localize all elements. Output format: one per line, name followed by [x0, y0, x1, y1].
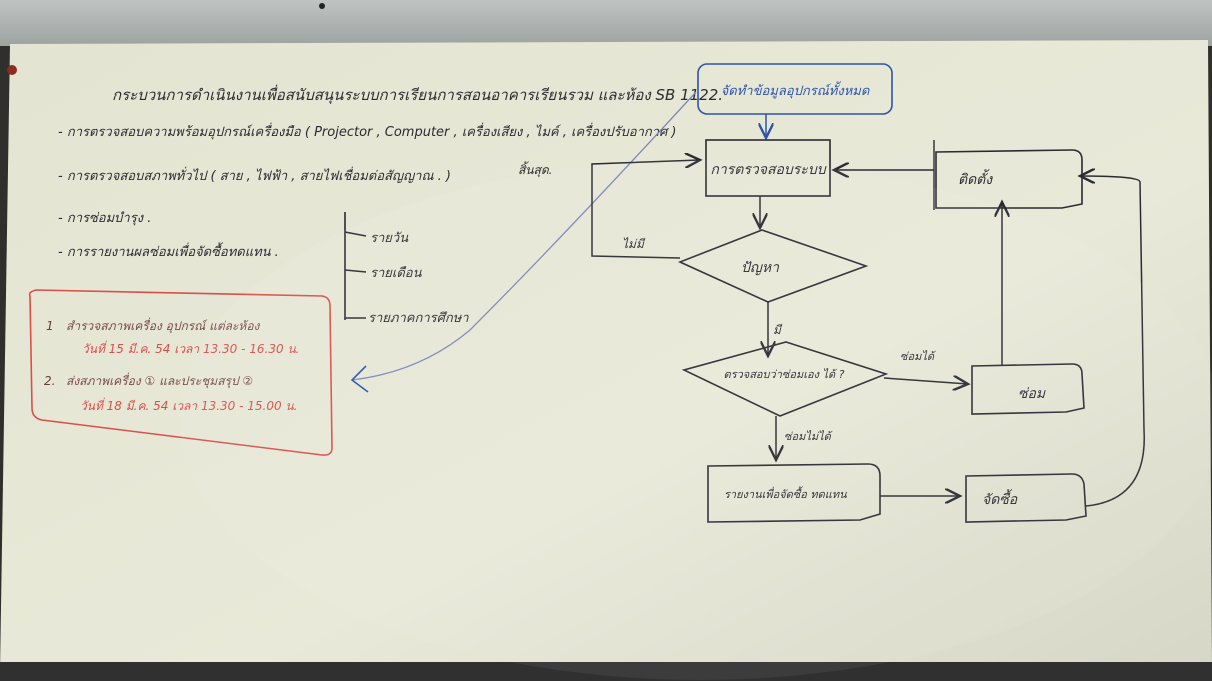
wall-top [0, 0, 1212, 46]
flow-label-no: ไม่มี [622, 237, 646, 251]
side-note: สิ้นสุด. [518, 161, 552, 178]
flow-report-box [707, 463, 881, 523]
item-1-num: 1 [46, 319, 54, 333]
flow-label-can: ซ่อมได้ [900, 350, 936, 363]
schedule-box [28, 289, 333, 456]
flow-deliver-label: ติดตั้ง [958, 169, 993, 188]
flow-start-label: จัดทำข้อมูลอุปกรณ์ทั้งหมด [721, 81, 870, 99]
bullet-3: - การซ่อมบำรุง . [58, 211, 151, 226]
flow-label-cannot: ซ่อมไม่ได้ [784, 430, 833, 443]
board-glare [180, 160, 1212, 680]
arrow-procure-deliver [1080, 176, 1145, 507]
flow-repair-box [971, 363, 1085, 415]
flow-repair-label: ซ่อม [1018, 386, 1046, 402]
screw [319, 3, 325, 9]
flow-report-label: รายงานเพื่อจัดซื้อ ทดแทน [724, 486, 847, 501]
item-1-date: วันที่ 15 มี.ค. 54 เวลา 13.30 - 16.30 น. [82, 340, 299, 356]
item-2-num: 2. [44, 374, 55, 388]
item-2-text: ส่งสภาพเครื่อง ① และประชุมสรุป ② [66, 372, 253, 389]
report-monthly: รายเดือน [370, 266, 423, 281]
bullet-1: - การตรวจสอบความพร้อมอุปกรณ์เครื่องมือ (… [58, 122, 677, 140]
flow-procure-label: จัดซื้อ [982, 489, 1018, 508]
flow-decision-label: ตรวจสอบว่าซ่อมเอง ได้ ? [724, 368, 845, 381]
bullet-2: - การตรวจสอบสภาพทั่วไป ( สาย , ไฟฟ้า , ส… [58, 166, 451, 184]
report-daily: รายวัน [370, 231, 409, 246]
magnet [7, 65, 17, 75]
arrow-decision-repair [883, 378, 968, 384]
link-curve [351, 91, 697, 381]
flow-label-yes: มี [773, 323, 783, 337]
bullet-4: - การรายงานผลซ่อมเพื่อจัดซื้อทดแทน . [58, 242, 279, 260]
flow-check-box [705, 139, 831, 197]
flow-procure-box [965, 473, 1087, 523]
whiteboard [0, 40, 1212, 670]
flow-decision-diamond [681, 341, 889, 417]
flow-check-label: การตรวจสอบระบบ [710, 162, 826, 178]
link-arrowhead-icon [350, 365, 369, 393]
report-semester: รายภาคการศึกษา [368, 311, 469, 326]
item-2-date: วันที่ 18 มี.ค. 54 เวลา 13.30 - 15.00 น. [80, 397, 297, 413]
flow-deliver-box [935, 149, 1083, 209]
flow-problem-label: ปัญหา [741, 260, 780, 276]
arrow-no-problem-loop [591, 160, 700, 259]
flow-start-box [697, 63, 893, 115]
item-1-text: สำรวจสภาพเครื่อง อุปกรณ์ แต่ละห้อง [66, 317, 261, 334]
board-title: กระบวนการดำเนินงานเพื่อสนับสนุนระบบการเร… [112, 84, 723, 104]
